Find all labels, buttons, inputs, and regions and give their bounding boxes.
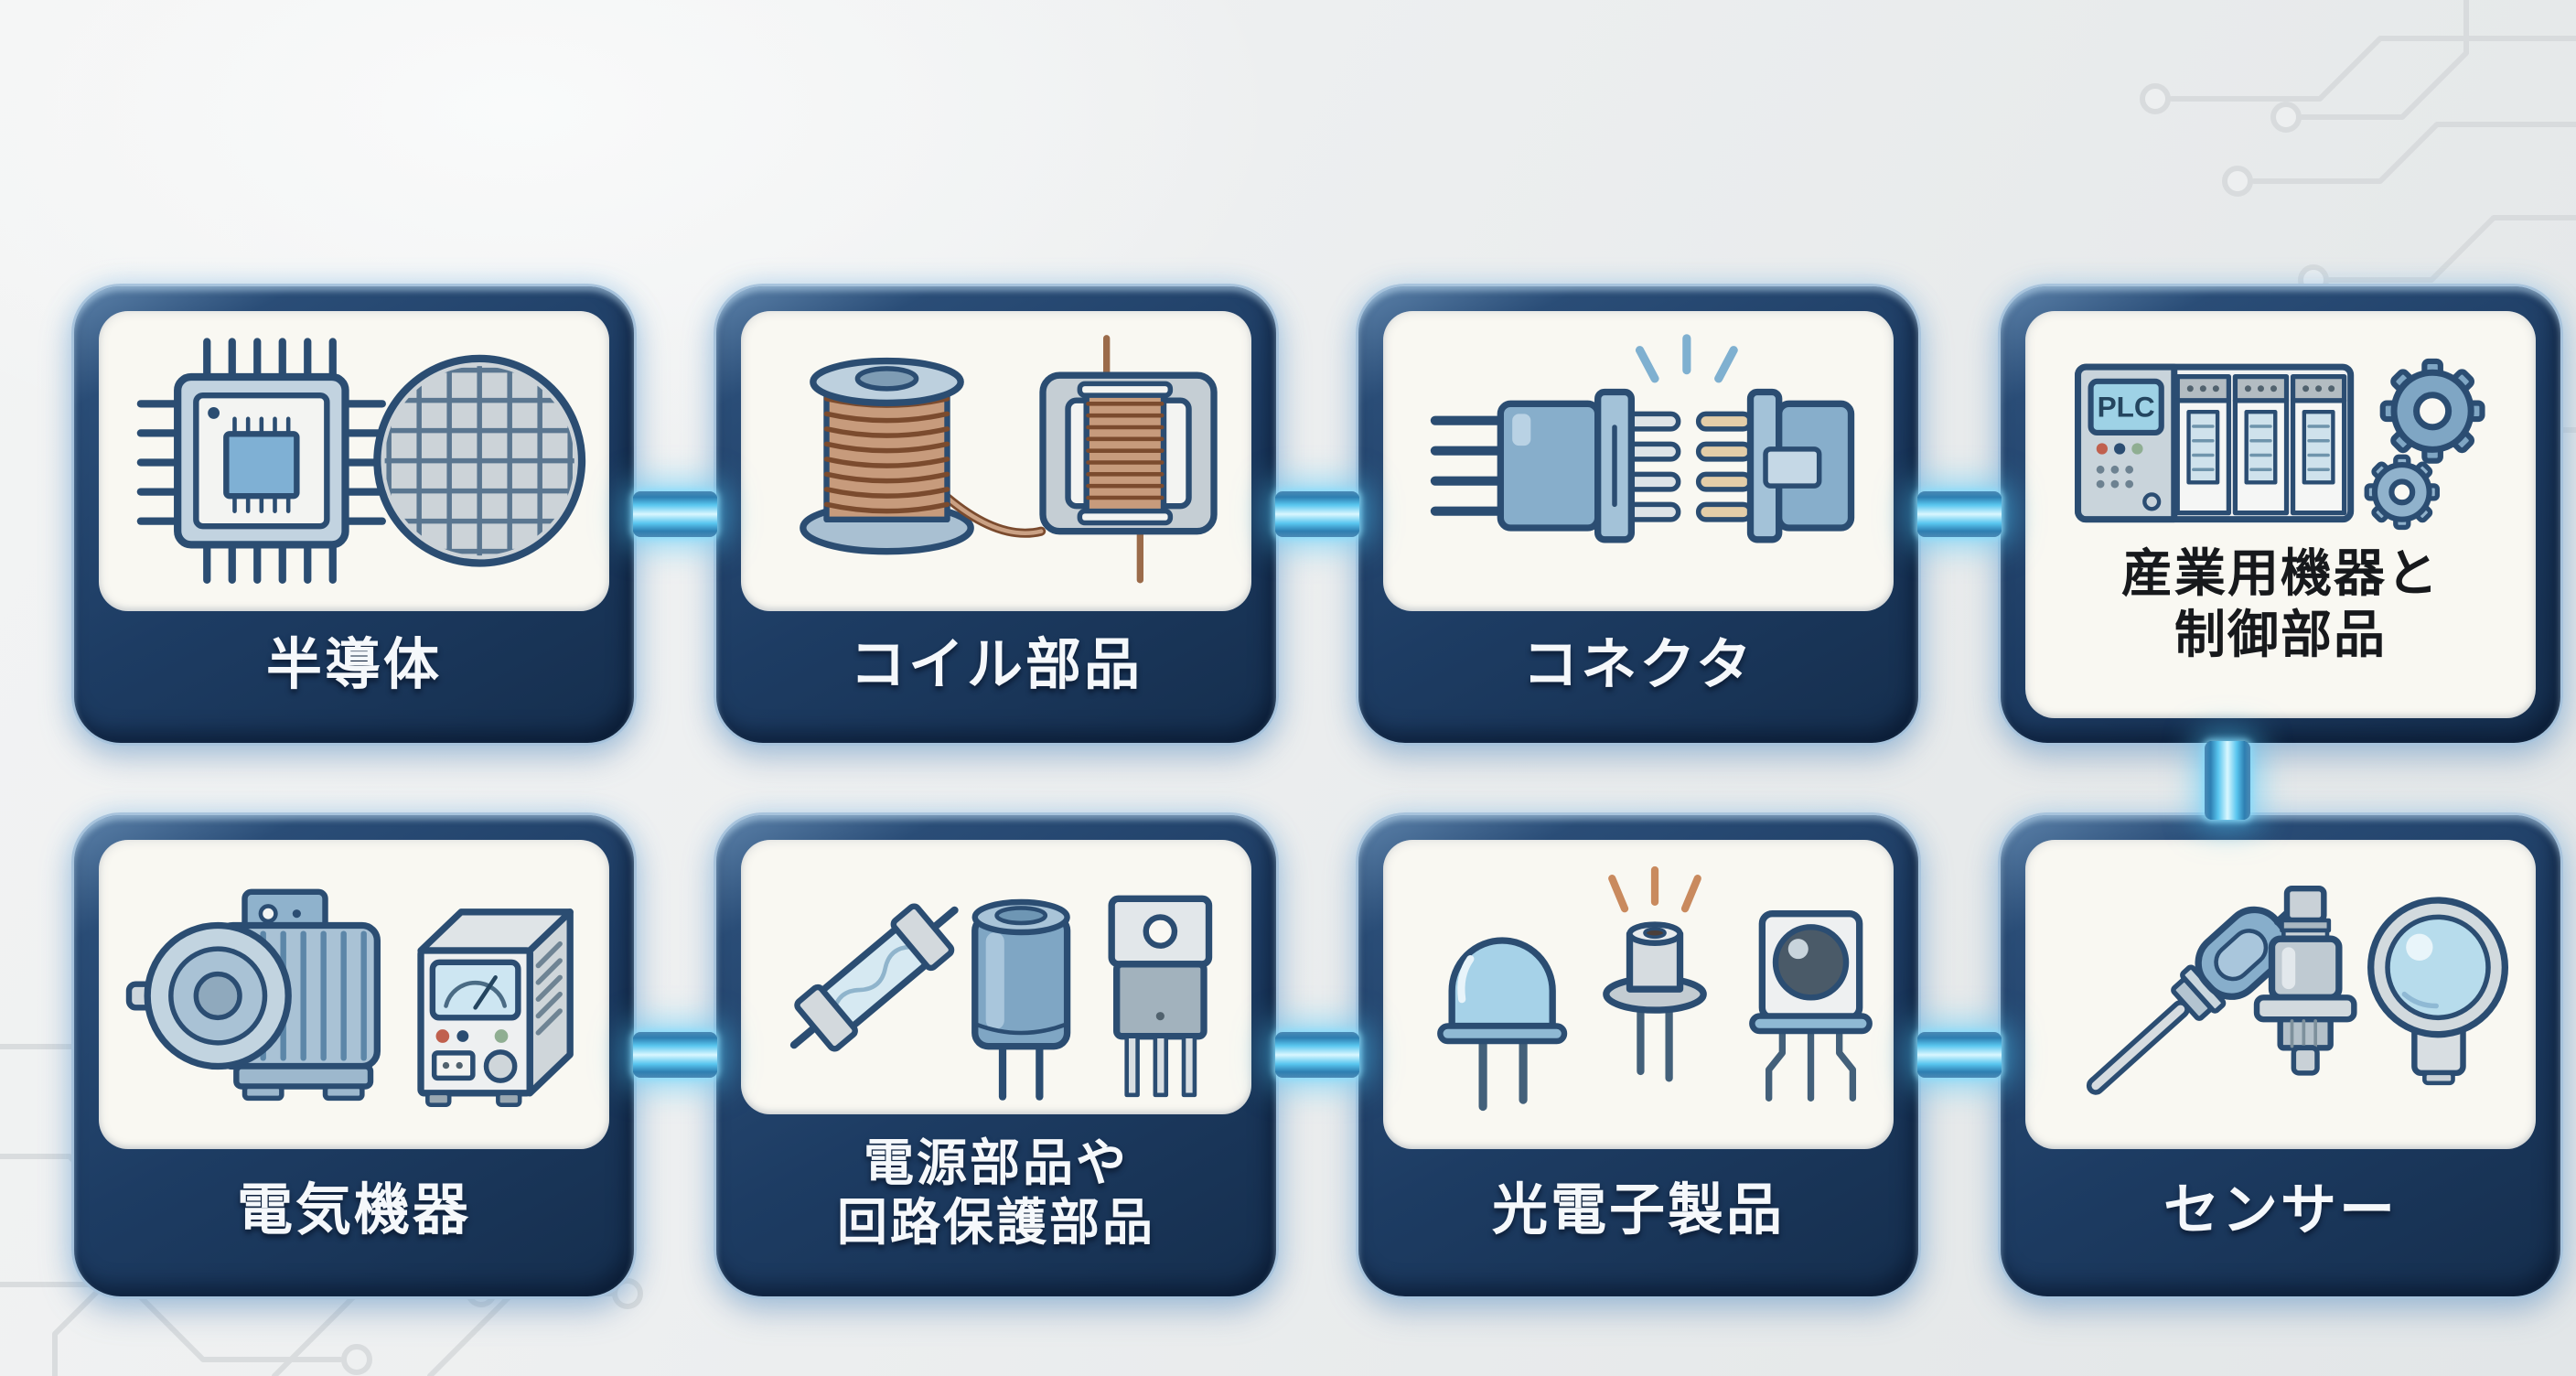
optical-sensor-icon (2367, 897, 2509, 1086)
card-sensors: センサー (1998, 812, 2563, 1299)
card-industrial-label-line2: 制御部品 (2174, 606, 2387, 664)
connector-icons (1431, 334, 1855, 543)
link-connector-industrial (1917, 491, 2002, 537)
card-opto-face (1383, 840, 1894, 1149)
gear-large-icon (2380, 358, 2486, 464)
link-power-opto (1275, 1032, 1359, 1078)
card-coil-components: コイル部品 (714, 284, 1279, 746)
optoelectronics-icons (1437, 866, 1873, 1112)
card-power-face (741, 840, 1251, 1114)
card-connector-face (1383, 311, 1894, 611)
card-semiconductor-label: 半導体 (265, 632, 442, 695)
card-sensors-band: センサー (2025, 1149, 2536, 1272)
card-semiconductor: 半導体 (71, 284, 637, 746)
card-coil-face (741, 311, 1251, 611)
plug-left-icon (1431, 389, 1681, 543)
card-industrial-label: 産業用機器と 制御部品 (2121, 543, 2440, 665)
card-power-label-line2: 回路保護部品 (836, 1194, 1155, 1251)
card-industrial-label-line1: 産業用機器と (2121, 544, 2440, 603)
silicon-wafer-icon (373, 355, 586, 567)
industrial-icons: PLC (2075, 358, 2486, 531)
card-electrical-band: 電気機器 (99, 1149, 609, 1272)
power-supply-icon (417, 908, 574, 1108)
pressure-sensor-icon (2254, 886, 2357, 1076)
led-icon (1437, 937, 1568, 1112)
card-semiconductor-band: 半導体 (99, 611, 609, 718)
semiconductor-icons (137, 338, 586, 585)
temperature-probe-icon (2087, 896, 2307, 1096)
card-industrial-face: PLC (2025, 311, 2536, 718)
link-opto-sensors (1917, 1032, 2002, 1078)
sensor-icons (2087, 886, 2509, 1096)
link-coil-connector (1275, 491, 1359, 537)
link-semiconductor-coil (633, 491, 717, 537)
laser-diode-icon (1603, 866, 1708, 1082)
card-power-band: 電源部品や 回路保護部品 (741, 1114, 1251, 1272)
card-power-protection: 電源部品や 回路保護部品 (714, 812, 1279, 1299)
electric-motor-icon (126, 888, 381, 1102)
card-electrical-label: 電気機器 (236, 1178, 471, 1242)
gear-small-icon (2365, 454, 2441, 531)
plug-right-icon (1696, 389, 1855, 543)
contact-spark-icon (1636, 334, 1739, 383)
fuse-icon (790, 902, 959, 1052)
card-connector-label: コネクタ (1522, 632, 1755, 695)
card-coil-band: コイル部品 (741, 611, 1251, 718)
coil-icons (800, 335, 1218, 584)
transistor-icon (1108, 895, 1213, 1097)
card-coil-label: コイル部品 (849, 632, 1143, 695)
card-opto-band: 光電子製品 (1383, 1149, 1894, 1272)
card-power-label-line1: 電源部品や (863, 1134, 1129, 1192)
card-semiconductor-face (99, 311, 609, 611)
electrical-icons (126, 888, 574, 1108)
card-electrical-face (99, 840, 609, 1149)
card-optoelectronics: 光電子製品 (1356, 812, 1921, 1299)
card-connector-band: コネクタ (1383, 611, 1894, 718)
microchip-icon (137, 338, 387, 585)
link-electrical-power (633, 1032, 717, 1078)
square-coil-icon (1039, 335, 1218, 584)
plc-screen-text: PLC (2098, 390, 2155, 423)
link-industrial-sensors (2205, 741, 2250, 820)
photodetector-icon (1749, 910, 1873, 1102)
wire-spool-icon (800, 358, 1046, 555)
card-sensors-label: センサー (2163, 1178, 2398, 1242)
plc-controller-icon: PLC (2075, 363, 2355, 523)
card-electrical-equipment: 電気機器 (71, 812, 637, 1299)
card-opto-label: 光電子製品 (1491, 1178, 1785, 1242)
card-industrial-control: PLC (1998, 284, 2563, 746)
card-sensors-face (2025, 840, 2536, 1149)
power-protection-icons (790, 895, 1213, 1101)
card-connector: コネクタ (1356, 284, 1921, 746)
electrolytic-capacitor-icon (971, 898, 1071, 1101)
